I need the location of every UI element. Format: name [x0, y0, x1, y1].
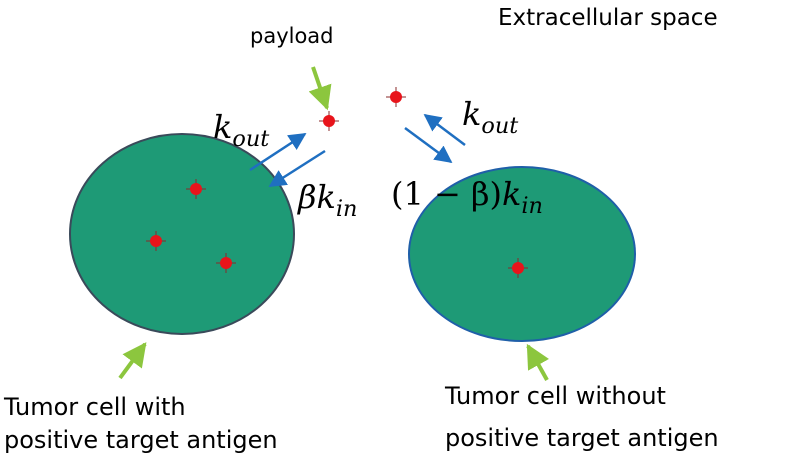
beta-k-in-label: βkin	[298, 178, 358, 222]
cell-with-antigen	[69, 133, 295, 335]
kin-arrow-left	[268, 149, 326, 188]
payload-dot	[216, 253, 236, 273]
k-out-right-label: kout	[462, 95, 519, 139]
cell-without-antigen	[408, 166, 636, 342]
payload-label: payload	[250, 24, 334, 48]
left-cell-caption-line2: positive target antigen	[4, 426, 278, 454]
payload-dot	[186, 179, 206, 199]
payload-pointer-arrow	[308, 66, 332, 111]
kout-arrow-left	[249, 132, 307, 172]
kin-arrow-right	[404, 126, 453, 164]
payload-dot	[319, 111, 339, 131]
right-cell-pointer-arrow	[526, 343, 550, 381]
kout-arrow-right	[423, 113, 466, 146]
k-out-left-label: kout	[213, 108, 270, 152]
right-cell-caption-line1: Tumor cell without	[445, 382, 666, 410]
payload-dot	[146, 231, 166, 251]
right-cell-caption-line2: positive target antigen	[445, 424, 719, 452]
payload-dot	[386, 87, 406, 107]
left-cell-pointer-arrow	[118, 342, 147, 380]
left-cell-caption-line1: Tumor cell with	[4, 393, 186, 421]
payload-dot	[508, 258, 528, 278]
extracellular-space-label: Extracellular space	[498, 5, 718, 31]
one-minus-beta-k-in-label: (1 − β)kin	[391, 175, 543, 219]
